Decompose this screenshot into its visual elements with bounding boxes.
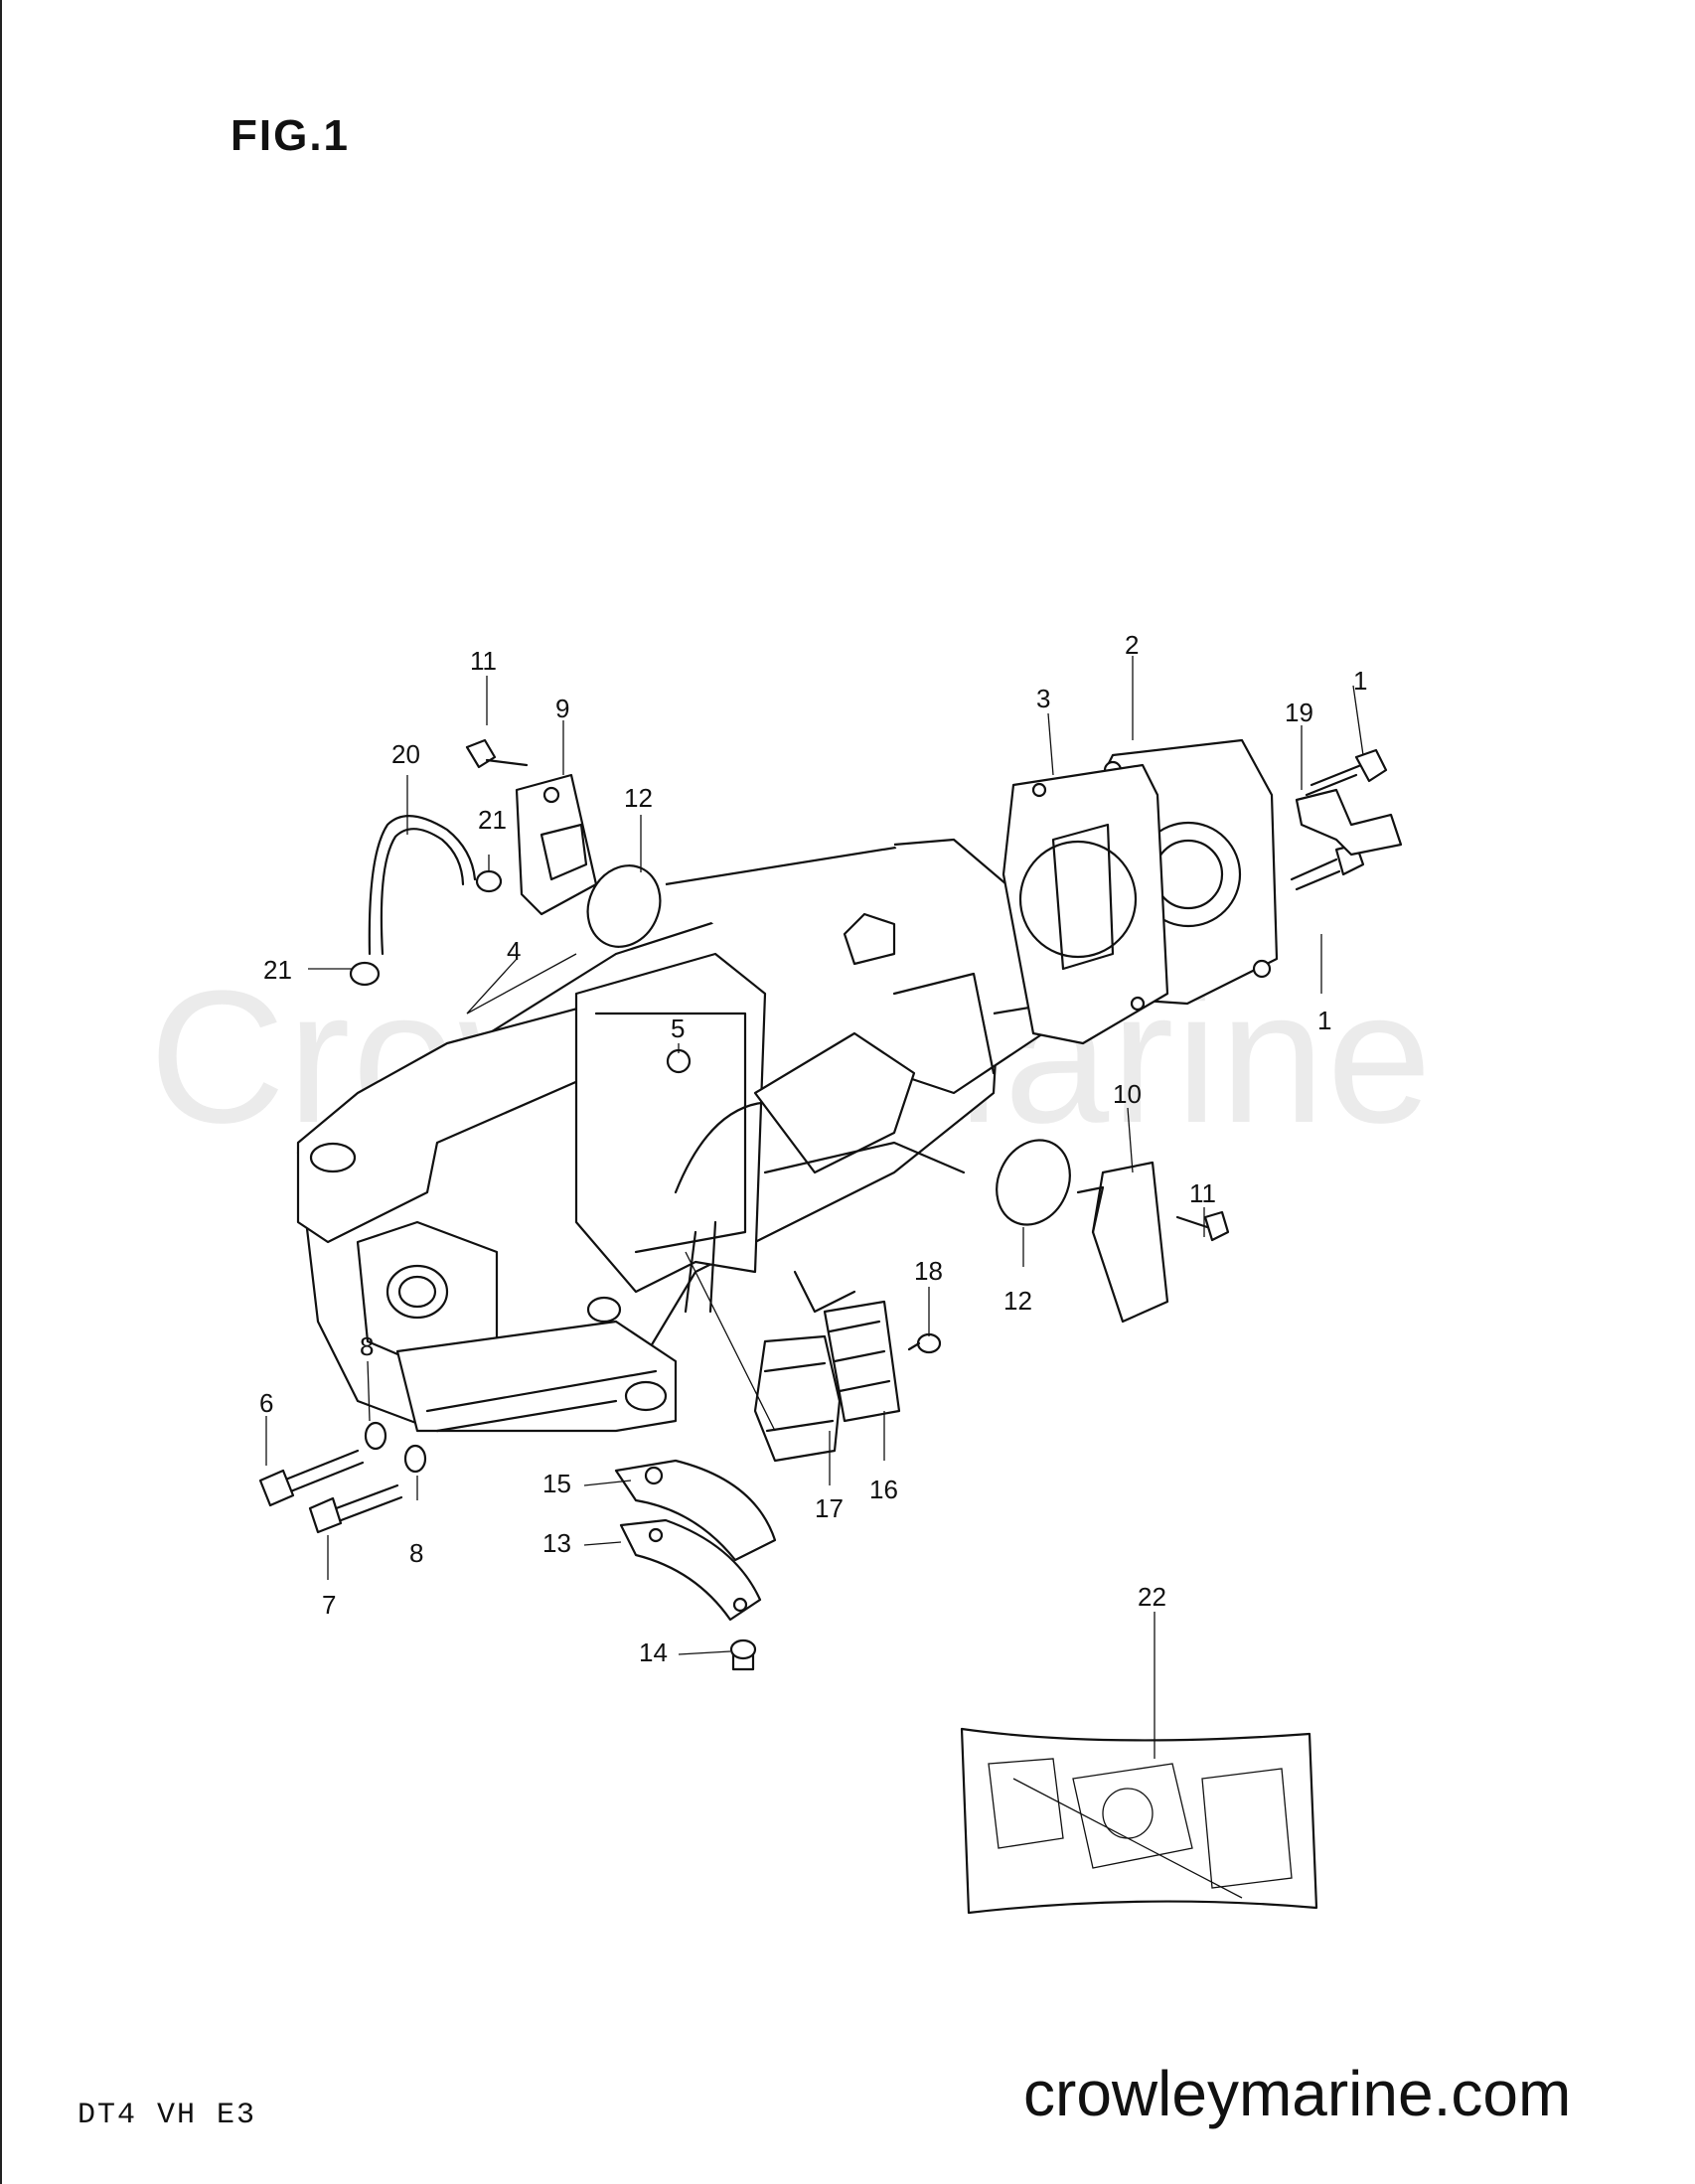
- o-ring-part-12-lower: [996, 1139, 1071, 1226]
- plate-part-15: [614, 1459, 777, 1562]
- callout-9: 9: [555, 694, 569, 723]
- callout-8-lower: 8: [409, 1538, 423, 1568]
- callout-22: 22: [1138, 1582, 1166, 1612]
- hose-clip-part-21-lower: [349, 961, 381, 987]
- plate-part-13: [619, 1518, 762, 1622]
- callout-2: 2: [1125, 630, 1139, 660]
- crankcase-cylinder-block: [296, 838, 1055, 1433]
- o-ring-part-12-upper: [586, 864, 662, 948]
- callout-21-lower: 21: [263, 955, 292, 985]
- callout-6: 6: [259, 1388, 273, 1418]
- callout-14: 14: [639, 1638, 668, 1667]
- callout-19: 19: [1285, 698, 1313, 727]
- callout-labels: 1 1 2 3 4 5 6 7 8 8 9 10 11 11 12 12 13 …: [259, 630, 1367, 1667]
- callout-11-lower: 11: [1189, 1178, 1216, 1208]
- callout-7: 7: [322, 1590, 336, 1620]
- page-border: [0, 0, 2, 2184]
- callout-8-upper: 8: [360, 1331, 374, 1361]
- cover-plate-part-10: [1076, 1161, 1169, 1324]
- reed-stopper-part-16: [823, 1300, 901, 1423]
- bolt-part-1-upper: [1305, 748, 1388, 797]
- callout-4: 4: [507, 936, 521, 966]
- bolt-part-11-upper: [465, 738, 529, 769]
- callout-11-upper: 11: [470, 646, 497, 676]
- callout-18: 18: [914, 1256, 943, 1286]
- screw-part-14: [729, 1638, 757, 1671]
- model-code: DT4 VH E3: [77, 2099, 257, 2132]
- washer-part-8-upper: [364, 1421, 387, 1451]
- figure-title: FIG.1: [231, 111, 351, 160]
- cover-plate-part-9: [515, 773, 598, 916]
- bolt-part-11-lower: [1175, 1210, 1230, 1242]
- callout-3: 3: [1036, 684, 1050, 713]
- callout-10: 10: [1113, 1079, 1142, 1109]
- callout-5: 5: [671, 1014, 685, 1043]
- website-link[interactable]: crowleymarine.com: [1023, 2058, 1572, 2129]
- callout-1-lower: 1: [1317, 1006, 1331, 1035]
- callout-17: 17: [815, 1493, 844, 1523]
- callout-16: 16: [869, 1475, 898, 1504]
- gasket-kit-bag-part-22: [960, 1727, 1318, 1915]
- callout-20: 20: [391, 739, 420, 769]
- callout-13: 13: [542, 1528, 571, 1558]
- callout-21-upper: 21: [478, 805, 507, 835]
- callout-15: 15: [542, 1469, 571, 1498]
- callout-1-upper: 1: [1353, 666, 1367, 696]
- cylinder-head-gasket: [1002, 763, 1169, 1045]
- washer-part-8-lower: [403, 1444, 427, 1474]
- reed-valve-part-17: [753, 1334, 842, 1463]
- clip-part-19: [1295, 788, 1403, 857]
- hose-clip-part-21-upper: [475, 869, 503, 893]
- bolt-part-7: [308, 1483, 403, 1534]
- callout-12-upper: 12: [624, 783, 653, 813]
- bolt-part-6: [258, 1449, 365, 1507]
- hose-part-20: [368, 815, 477, 956]
- screw-part-18: [907, 1332, 942, 1354]
- callout-12-lower: 12: [1003, 1286, 1032, 1316]
- leader-lines: [265, 656, 1364, 1759]
